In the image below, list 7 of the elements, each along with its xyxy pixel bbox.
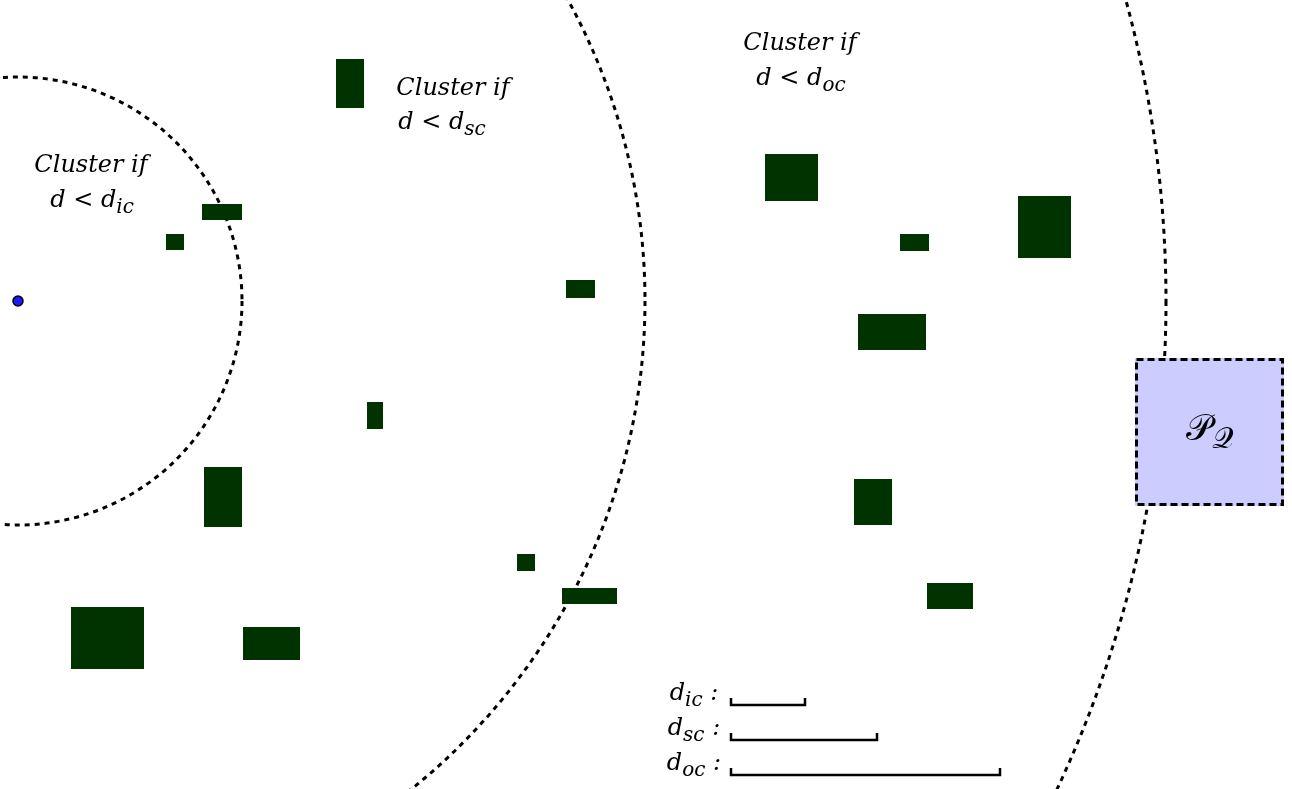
distance-legend-label: d$_{oc}$ : xyxy=(666,750,722,779)
range-label: d < d$_{sc}$ xyxy=(398,109,486,138)
range-label: d < d$_{ic}$ xyxy=(50,187,134,216)
distance-legend-label: d$_{sc}$ : xyxy=(667,715,721,744)
query-region-box: 𝒫$_{𝒬}$ xyxy=(1135,358,1284,506)
range-label: d < d$_{oc}$ xyxy=(756,65,846,94)
distance-legend-label: d$_{ic}$ : xyxy=(669,680,719,709)
